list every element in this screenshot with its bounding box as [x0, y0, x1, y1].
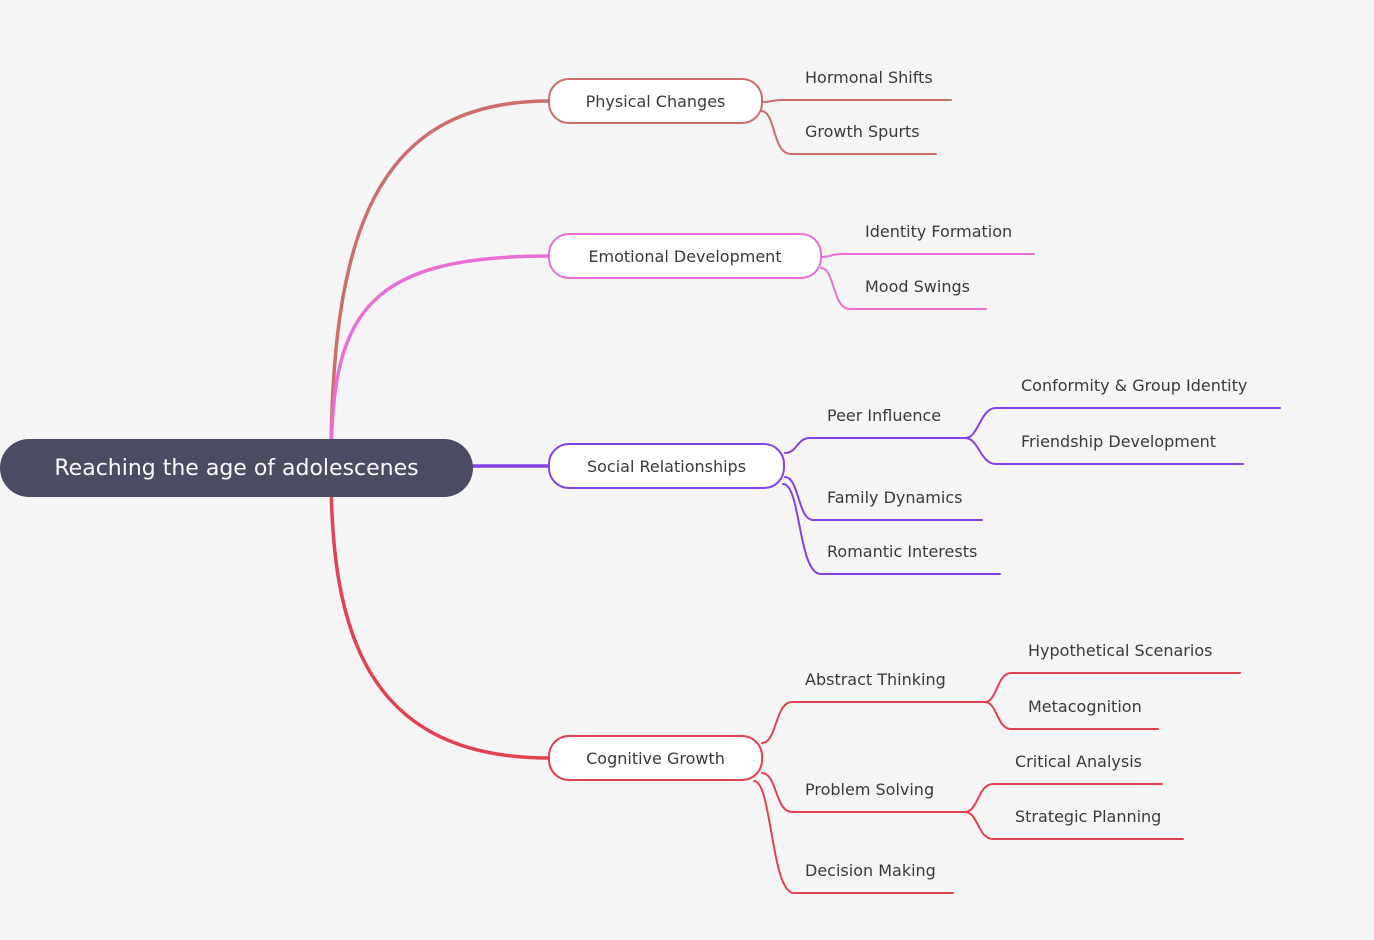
- edge-emotional-identity-formation: [821, 253, 1035, 258]
- edge-social-family-dynamics: [784, 476, 983, 521]
- branch-node-label: Cognitive Growth: [586, 748, 725, 768]
- edge-abstract-metacognition: [984, 701, 1159, 730]
- branch-node-label: Social Relationships: [586, 456, 747, 476]
- leaf-label-friendship-development[interactable]: Friendship Development: [1021, 432, 1217, 451]
- edge-social-peer-influence: [784, 437, 966, 454]
- leaf-label-romantic-interests[interactable]: Romantic Interests: [827, 542, 978, 561]
- branch-node-social-relationships[interactable]: Social Relationships: [548, 443, 785, 489]
- edge-peer-friendship-development: [964, 437, 1244, 465]
- edge-emotional-mood-swings: [820, 267, 987, 310]
- edge-abstract-hypothetical-scenarios: [984, 672, 1241, 703]
- edge-problem-strategic-planning: [964, 811, 1184, 840]
- branch-node-emotional-development[interactable]: Emotional Development: [548, 233, 822, 279]
- leaf-label-conformity-group-identity[interactable]: Conformity & Group Identity: [1021, 376, 1248, 395]
- branch-physical-edges: [329, 99, 952, 470]
- branch-emotional-edges: [329, 253, 1035, 470]
- leaf-label-family-dynamics[interactable]: Family Dynamics: [827, 488, 963, 507]
- branch-cognitive-edges: [329, 468, 1241, 894]
- edge-physical-growth-spurts: [760, 110, 937, 155]
- subbranch-label-abstract-thinking[interactable]: Abstract Thinking: [805, 670, 946, 689]
- edge-social-romantic-interests: [782, 483, 1001, 575]
- branch-node-label: Emotional Development: [588, 246, 782, 266]
- leaf-label-growth-spurts[interactable]: Growth Spurts: [805, 122, 920, 141]
- leaf-label-critical-analysis[interactable]: Critical Analysis: [1015, 752, 1142, 771]
- subbranch-label-problem-solving[interactable]: Problem Solving: [805, 780, 935, 799]
- edge-root-cognitive-growth: [329, 468, 551, 760]
- edge-root-emotional-development: [329, 254, 551, 470]
- leaf-label-hormonal-shifts[interactable]: Hormonal Shifts: [805, 68, 933, 87]
- branch-social-edges: [471, 407, 1281, 575]
- branch-node-label: Physical Changes: [585, 91, 726, 111]
- edge-cognitive-decision-making: [753, 780, 954, 894]
- branch-node-physical-changes[interactable]: Physical Changes: [548, 78, 763, 124]
- edge-peer-conformity-group-identity: [964, 407, 1281, 439]
- leaf-label-decision-making[interactable]: Decision Making: [805, 861, 936, 880]
- edge-cognitive-abstract-thinking: [761, 701, 986, 744]
- edge-physical-hormonal-shifts: [762, 99, 952, 103]
- leaf-label-strategic-planning[interactable]: Strategic Planning: [1015, 807, 1162, 826]
- root-node[interactable]: Reaching the age of adolescenes: [0, 439, 473, 497]
- edge-problem-critical-analysis: [964, 783, 1163, 813]
- subbranch-label-peer-influence[interactable]: Peer Influence: [827, 406, 942, 425]
- branch-node-cognitive-growth[interactable]: Cognitive Growth: [548, 735, 763, 781]
- leaf-label-metacognition[interactable]: Metacognition: [1028, 697, 1142, 716]
- leaf-label-identity-formation[interactable]: Identity Formation: [865, 222, 1013, 241]
- leaf-label-mood-swings[interactable]: Mood Swings: [865, 277, 970, 296]
- edge-root-physical-changes: [329, 99, 551, 470]
- root-node-label: Reaching the age of adolescenes: [54, 455, 419, 481]
- leaf-label-hypothetical-scenarios[interactable]: Hypothetical Scenarios: [1028, 641, 1213, 660]
- edge-cognitive-problem-solving: [761, 772, 966, 813]
